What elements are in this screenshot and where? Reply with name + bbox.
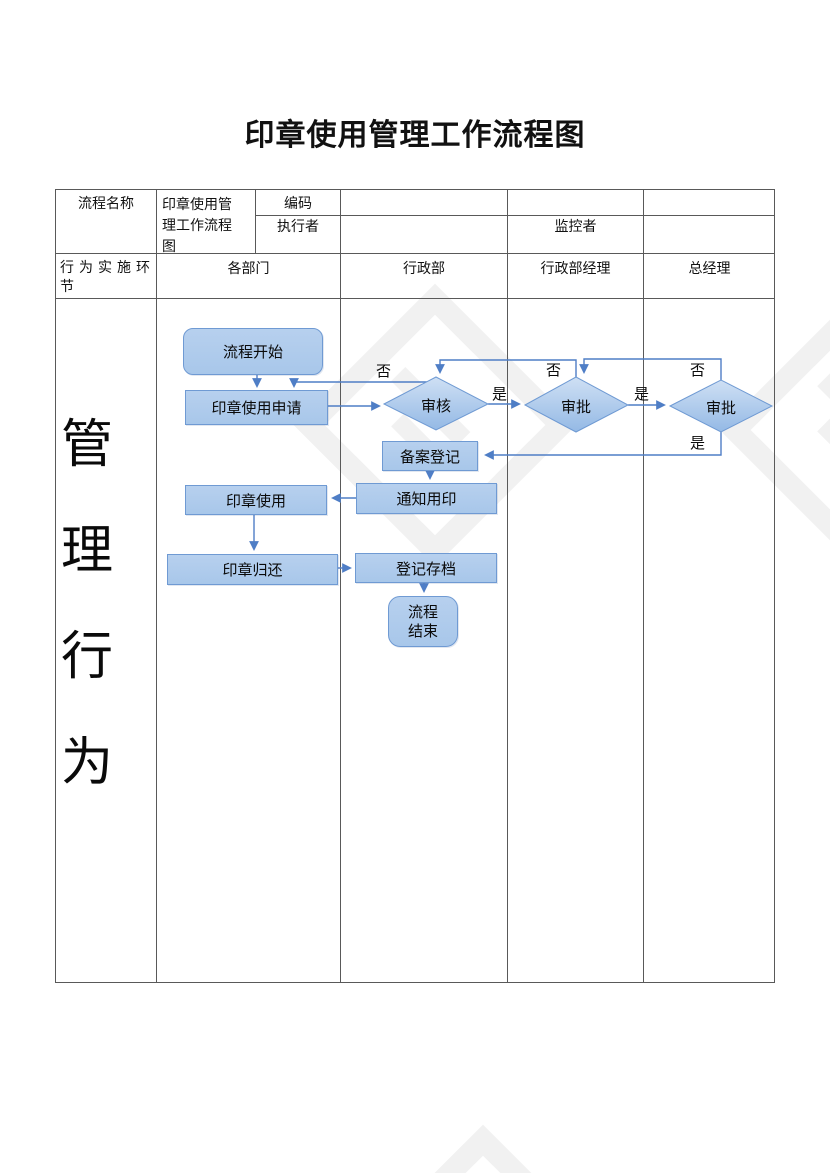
grid-line-header-bottom (55, 253, 775, 254)
process-name-value: 印章使用管理工作流程图 (162, 196, 232, 254)
edge-label-yes: 是 (690, 435, 706, 452)
column-header-admin-manager: 行政部经理 (540, 260, 611, 276)
edge-label-no: 否 (376, 363, 392, 380)
grid-line-top (55, 189, 775, 190)
grid-line-col5 (643, 189, 644, 983)
grid-line-col4 (507, 189, 508, 983)
decision-approve-gm-label: 审批 (705, 400, 736, 417)
grid-line-bottom (55, 982, 775, 983)
grid-line-right (774, 189, 775, 983)
grid-line-col3 (340, 189, 341, 983)
grid-line-subrow (255, 215, 775, 216)
monitor-label: 监控者 (554, 218, 597, 234)
edge-label-no: 否 (690, 362, 706, 379)
stage-row-label: 行为实施环节 (60, 259, 155, 294)
grid-line-left (55, 189, 56, 983)
column-header-departments: 各部门 (227, 260, 270, 276)
decision-approve-manager-label: 审批 (560, 399, 591, 416)
node-start: 流程开始 (183, 328, 323, 375)
node-use: 印章使用 (185, 485, 327, 515)
node-record: 备案登记 (382, 441, 478, 471)
edge-label-no: 否 (546, 362, 562, 379)
node-apply: 印章使用申请 (185, 390, 328, 425)
watermark-mark (817, 418, 830, 477)
watermark-logo (341, 1124, 625, 1173)
node-return: 印章归还 (167, 554, 338, 585)
decision-review-label: 审核 (420, 398, 451, 415)
edge-label-yes: 是 (634, 386, 650, 403)
executor-label: 执行者 (277, 218, 319, 234)
node-end: 流程结束 (388, 596, 458, 647)
watermark-logo (293, 283, 577, 567)
node-end-label: 流程结束 (407, 603, 438, 640)
column-header-admin-dept: 行政部 (403, 260, 445, 276)
code-label: 编码 (284, 195, 312, 211)
grid-line-col1 (156, 189, 157, 983)
node-archive: 登记存档 (355, 553, 497, 583)
column-header-general-manager: 总经理 (688, 260, 731, 276)
process-name-label: 流程名称 (78, 195, 134, 211)
page-title: 印章使用管理工作流程图 (244, 119, 586, 152)
grid-line-col2 (255, 189, 256, 253)
edge-label-yes: 是 (492, 386, 508, 403)
node-notify: 通知用印 (356, 483, 497, 514)
behavior-row-label: 管理行为 (61, 416, 114, 792)
grid-line-stage-bottom (55, 298, 775, 299)
